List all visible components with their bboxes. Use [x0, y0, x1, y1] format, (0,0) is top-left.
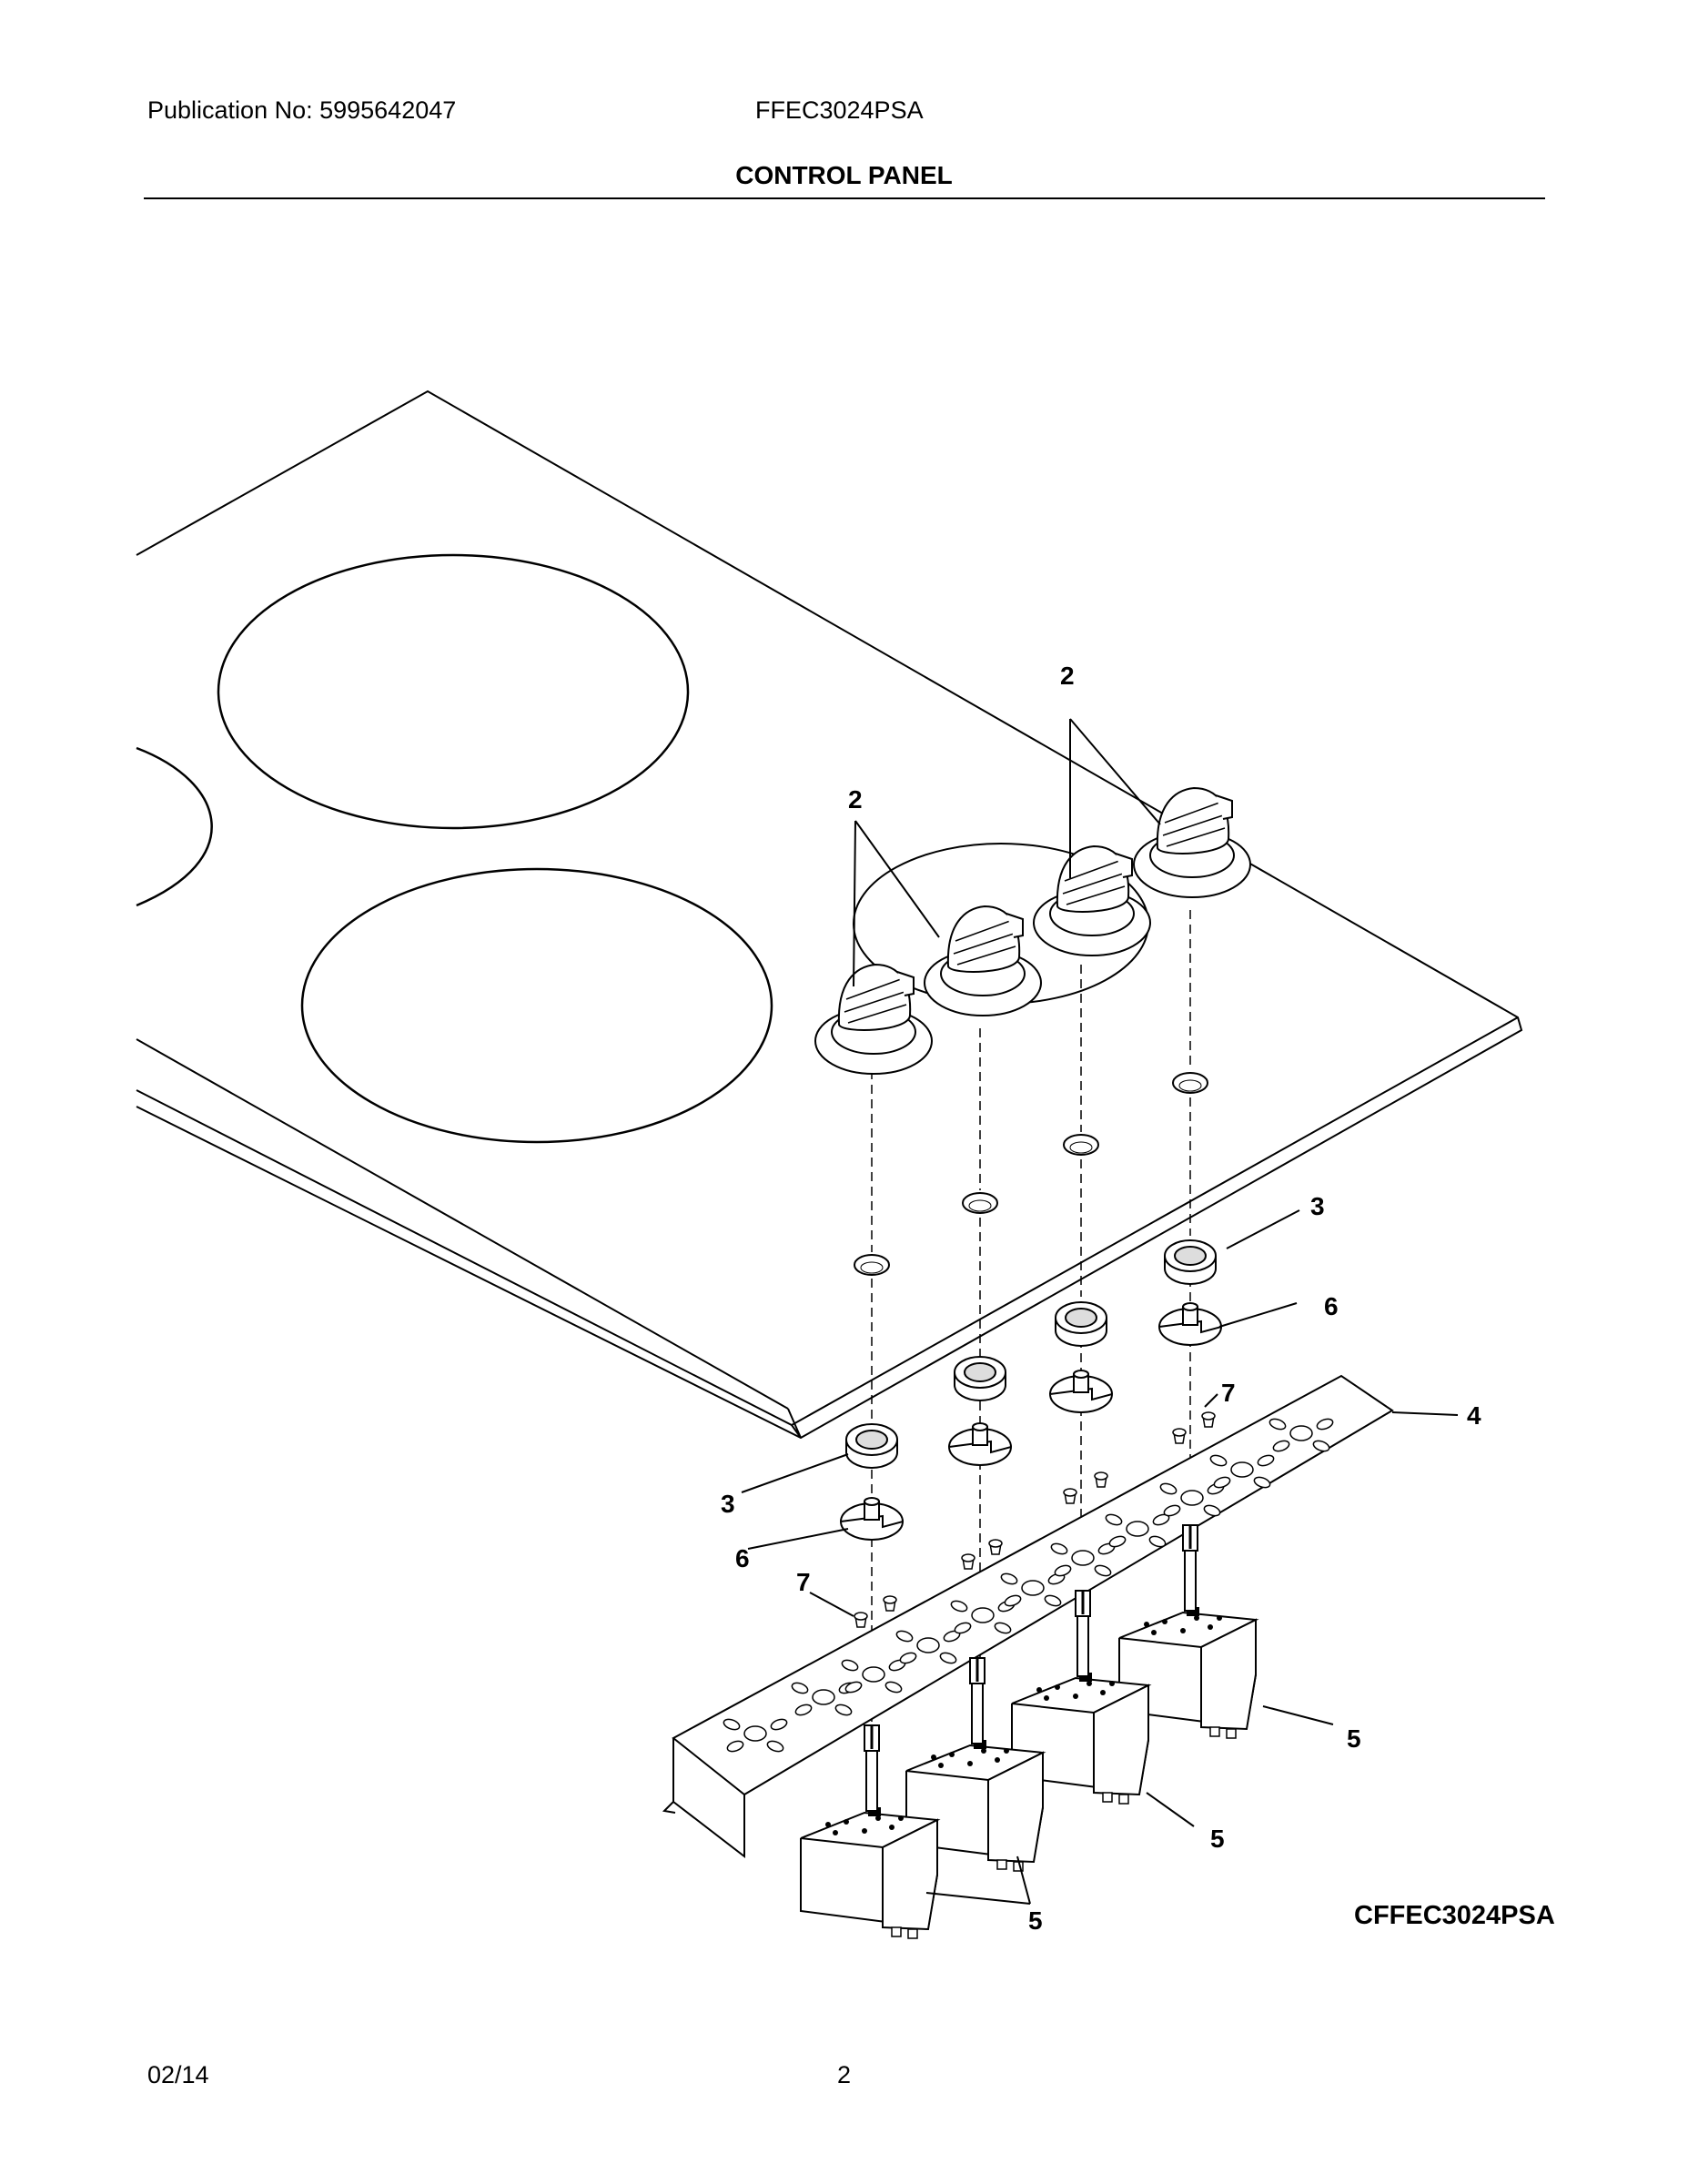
publication-number: Publication No: 5995642047 [147, 96, 457, 124]
callout-6-left: 6 [735, 1544, 750, 1572]
callout-3-left: 3 [721, 1490, 735, 1518]
callout-6-right: 6 [1324, 1292, 1339, 1320]
cooktop-glass [136, 389, 1523, 1440]
callout-2-lower: 2 [848, 785, 863, 814]
diagram-code: CFFEC3024PSA [1354, 1901, 1555, 1930]
footer-date: 02/14 [147, 2061, 209, 2088]
header-rule [144, 197, 1545, 199]
callout-5-right: 5 [1347, 1724, 1361, 1753]
callout-leaders [741, 718, 1459, 1905]
knob-holes [854, 1072, 1208, 1276]
callout-2-upper: 2 [1060, 662, 1075, 690]
page-title: CONTROL PANEL [735, 161, 953, 189]
page-number: 2 [837, 2061, 852, 2088]
knob-grommets [845, 1239, 1217, 1469]
callout-labels: 2 2 3 3 4 5 5 5 6 6 7 7 [721, 662, 1481, 1935]
callout-4: 4 [1467, 1401, 1481, 1430]
callout-5-mid: 5 [1210, 1825, 1225, 1853]
model-number: FFEC3024PSA [755, 96, 924, 124]
control-knobs [814, 787, 1251, 1075]
callout-5-left: 5 [1028, 1906, 1043, 1935]
callout-7-left: 7 [796, 1568, 811, 1596]
switch-bracket [662, 1374, 1394, 1859]
callout-3-right: 3 [1310, 1192, 1325, 1220]
callout-7-right: 7 [1221, 1379, 1236, 1407]
